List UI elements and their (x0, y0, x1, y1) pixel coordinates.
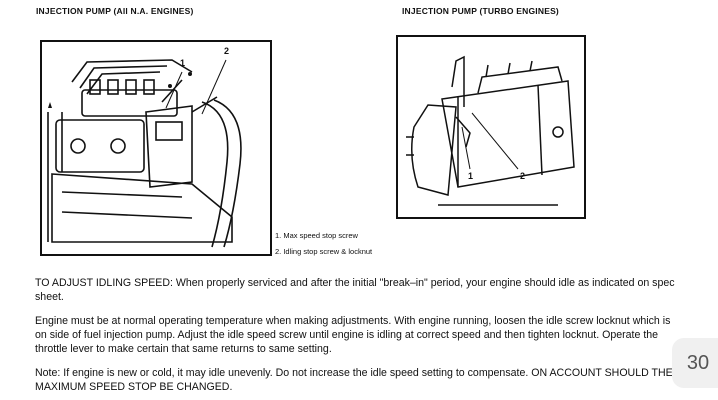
paragraph-note: Note: If engine is new or cold, it may i… (35, 366, 675, 394)
paragraph-text: Note: If engine is new or cold, it may i… (35, 367, 673, 393)
paragraph-text: TO ADJUST IDLING SPEED: When properly se… (35, 277, 675, 303)
page-number-badge: 30 (672, 338, 718, 388)
right-pump-illustration: 1 2 (396, 35, 586, 219)
right-pump-drawing (406, 55, 575, 206)
paragraph-adjust-idling-speed: TO ADJUST IDLING SPEED: When properly se… (35, 276, 695, 304)
left-callout-2: 2 (224, 46, 230, 56)
legend-item-idling-stop-screw: 2. Idling stop screw & locknut (275, 247, 373, 256)
left-pump-illustration: 1 2 (40, 40, 272, 256)
left-callout-1: 1 (180, 58, 186, 68)
right-callout-1: 1 (468, 171, 474, 181)
left-figure-caption: INJECTION PUMP (All N.A. ENGINES) (36, 6, 194, 16)
right-callout-2: 2 (520, 171, 526, 181)
paragraph-operating-temperature: Engine must be at normal operating tempe… (35, 314, 675, 356)
page-number: 30 (686, 351, 710, 374)
left-pump-drawing (47, 59, 242, 248)
right-figure-caption: INJECTION PUMP (TURBO ENGINES) (402, 6, 559, 16)
legend-item-max-speed-stop-screw: 1. Max speed stop screw (275, 231, 358, 240)
paragraph-text: Engine must be at normal operating tempe… (35, 315, 671, 355)
